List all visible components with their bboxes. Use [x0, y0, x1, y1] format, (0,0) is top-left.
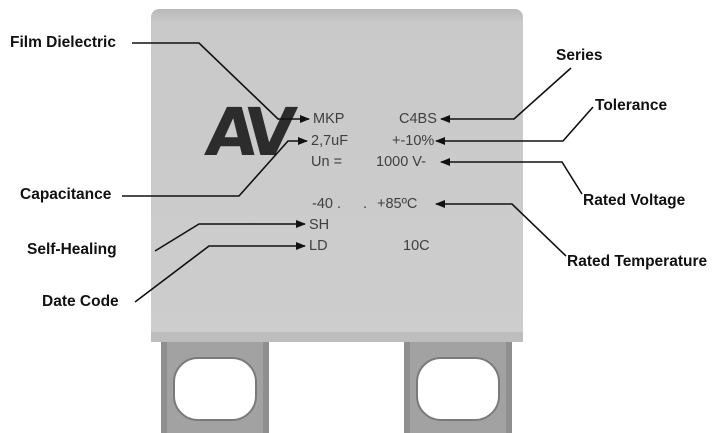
- callout-capacitance: Capacitance: [20, 186, 112, 203]
- callout-rated-temperature: Rated Temperature: [567, 253, 708, 270]
- marking-series: C4BS: [399, 111, 437, 127]
- callout-rated-voltage: Rated Voltage: [583, 192, 686, 209]
- marking-temp-dots: .: [363, 196, 368, 212]
- left-terminal: [161, 342, 269, 433]
- marking-tolerance: +-10%: [392, 133, 435, 149]
- callout-series: Series: [556, 47, 603, 64]
- marking-date-prefix: LD: [309, 238, 328, 254]
- manufacturer-logo: AV: [202, 94, 292, 171]
- callout-film-dielectric: Film Dielectric: [10, 34, 116, 51]
- marking-voltage-value: 1000 V-: [376, 154, 426, 170]
- marking-dielectric: MKP: [313, 111, 345, 127]
- capacitor-body: [151, 9, 523, 342]
- marking-self-healing: SH: [309, 217, 330, 233]
- marking-voltage-label: Un =: [311, 154, 343, 170]
- marking-capacitance: 2,7uF: [311, 133, 349, 149]
- callout-self-healing: Self-Healing: [27, 241, 117, 258]
- marking-temp-low: -40 .: [312, 196, 342, 212]
- marking-temp-high: +85ºC: [377, 196, 418, 212]
- marking-date-code: 10C: [403, 238, 430, 254]
- right-terminal: [404, 342, 512, 433]
- capacitor-base-edge: [151, 332, 523, 342]
- callout-date-code: Date Code: [42, 293, 119, 310]
- callout-tolerance: Tolerance: [595, 97, 668, 114]
